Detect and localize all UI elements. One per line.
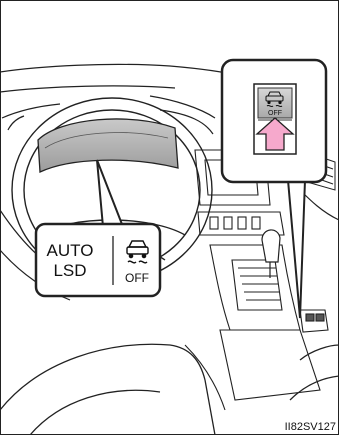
switch-off-label: OFF [268, 110, 282, 117]
switch-callout: OFF [222, 60, 326, 182]
image-code: II82SV127 [285, 421, 336, 433]
auto-lsd-callout: AUTO LSD OFF [36, 224, 160, 296]
off-label: OFF [125, 271, 149, 285]
lsd-label: LSD [53, 261, 86, 280]
auto-label: AUTO [47, 241, 94, 260]
